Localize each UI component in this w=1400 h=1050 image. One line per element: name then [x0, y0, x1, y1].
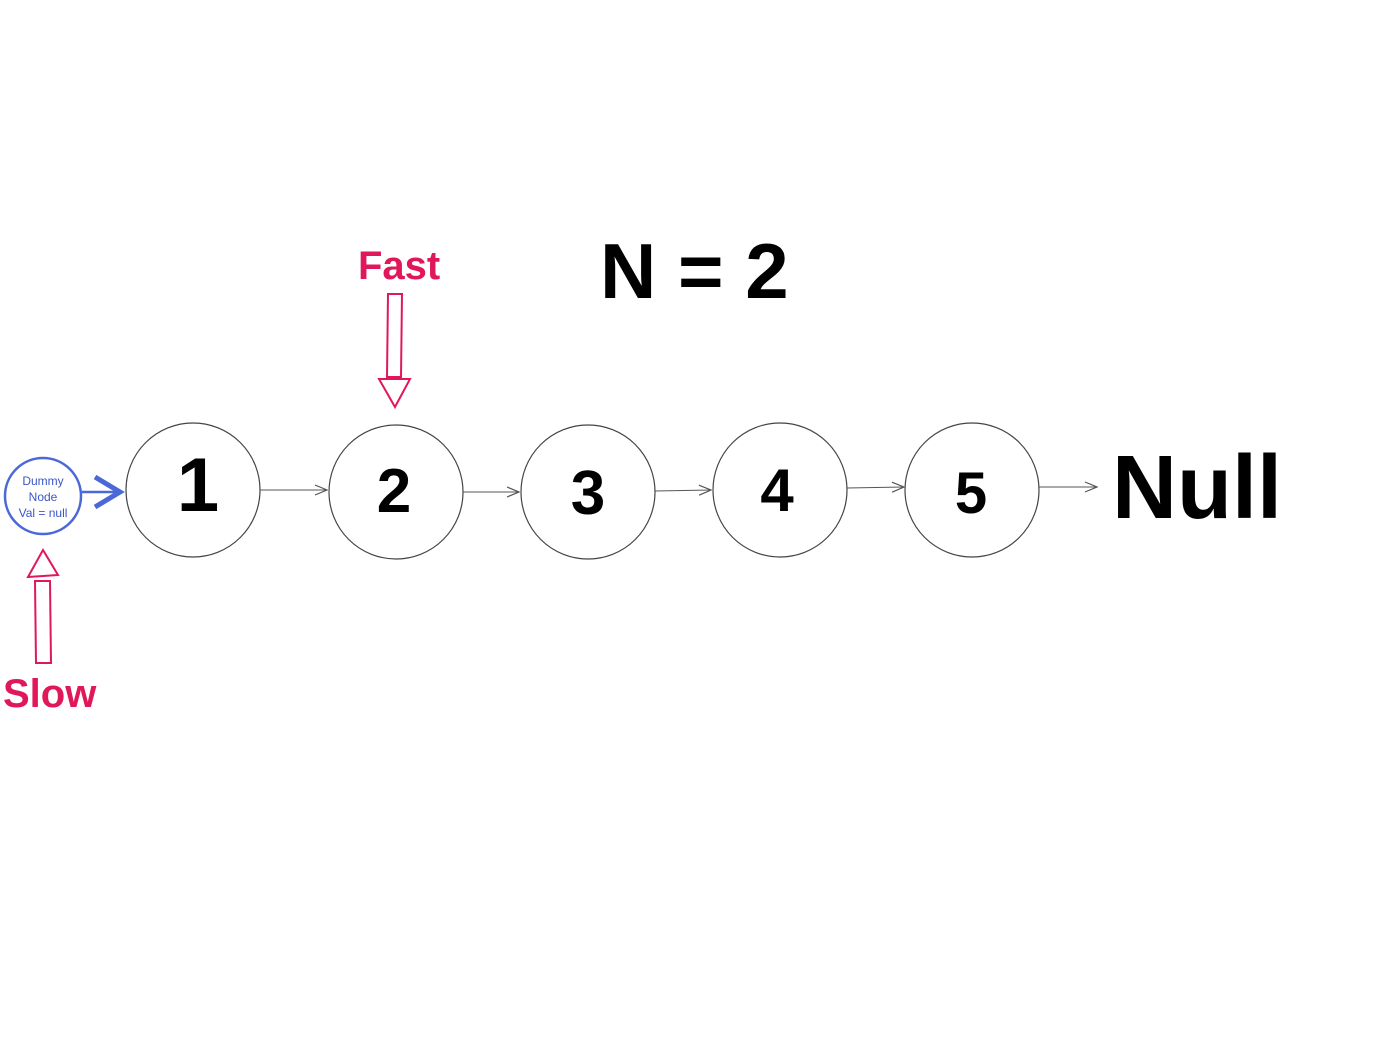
node-2-value: 2	[376, 457, 412, 526]
dummy-node-label: Dummy Node Val = null	[5, 473, 81, 521]
fast-pointer-label: Fast	[358, 244, 441, 288]
link-4-5	[846, 487, 904, 488]
node-1-value: 1	[176, 443, 220, 528]
slow-pointer-label: Slow	[3, 672, 97, 716]
fast-pointer-arrow	[377, 293, 412, 410]
node-3-value: 3	[570, 459, 606, 528]
dummy-node-circle	[3, 456, 83, 536]
node-5-value: 5	[954, 461, 988, 526]
page-title: N = 2	[600, 227, 789, 315]
node-4-circle	[712, 422, 848, 558]
dummy-node-line2: Node	[28, 490, 58, 504]
dummy-node-line1: Dummy	[22, 474, 64, 488]
link-3-4	[654, 490, 711, 491]
slow-pointer-arrow	[26, 548, 60, 664]
node-3-circle	[520, 424, 656, 560]
dummy-node-line3: Val = null	[18, 506, 68, 520]
null-terminal: Null	[1112, 438, 1282, 538]
node-4-value: 4	[760, 457, 794, 524]
